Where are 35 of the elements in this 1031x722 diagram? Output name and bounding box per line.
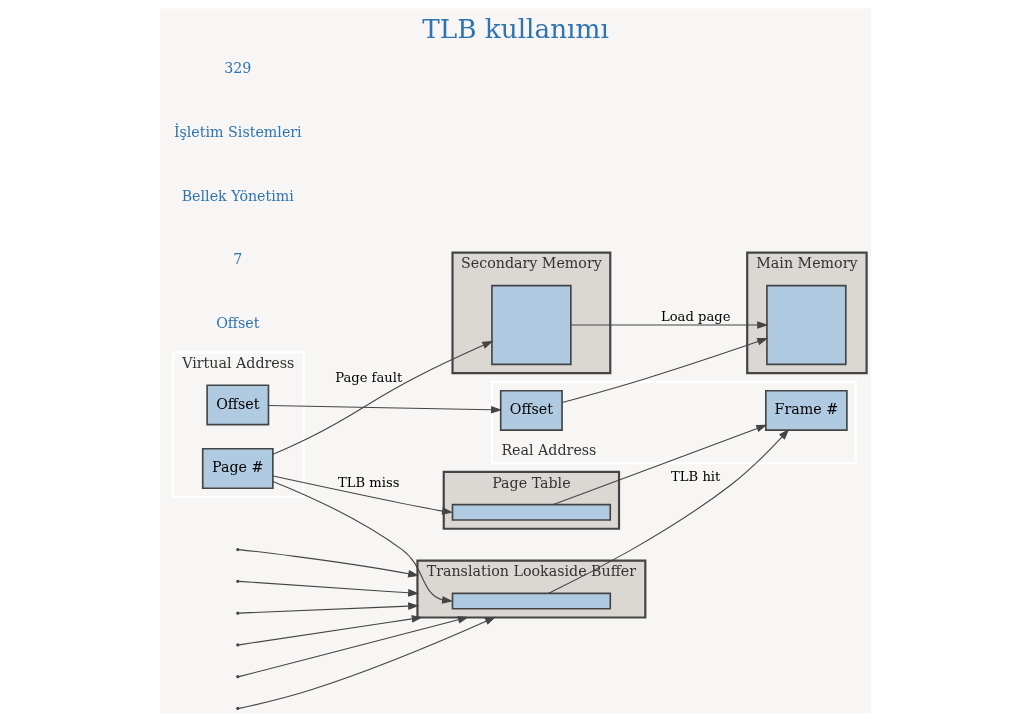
edge-label: Page fault (335, 369, 403, 385)
arrow (272, 480, 454, 604)
node-box (491, 284, 572, 366)
node-box: Page # (201, 448, 274, 490)
arrow (552, 424, 768, 506)
arrow (238, 549, 420, 578)
arrow (570, 321, 769, 329)
label: 7 (233, 251, 243, 268)
node-box: Frame # (765, 389, 848, 431)
arrow (272, 475, 454, 515)
arrow (548, 428, 790, 594)
label: Bellek Yönetimi (181, 187, 294, 204)
arrow (238, 616, 497, 709)
arrow (272, 340, 494, 455)
arrow (238, 602, 420, 614)
edge-label: Load page (661, 309, 731, 325)
arrow (238, 615, 423, 646)
diagram-title: TLB kullanımı (422, 14, 609, 45)
edge-label: TLB hit (671, 469, 721, 485)
node-bar (451, 503, 612, 521)
arrow (238, 580, 420, 597)
edge-label: TLB miss (338, 474, 400, 490)
node-box: Offset (499, 389, 563, 431)
node-box: Offset (206, 384, 270, 426)
cluster: Translation Lookaside Buffer (416, 559, 647, 619)
arrow (238, 616, 469, 678)
cluster: Secondary Memory (451, 251, 612, 375)
node-bar (451, 592, 612, 610)
label: 329 (224, 60, 252, 77)
arrow (561, 337, 769, 404)
arrow (268, 405, 503, 414)
label: İşletim Sistemleri (173, 124, 302, 141)
node-box (766, 284, 847, 366)
label: Offset (216, 314, 260, 331)
cluster: Main Memory (746, 251, 868, 375)
